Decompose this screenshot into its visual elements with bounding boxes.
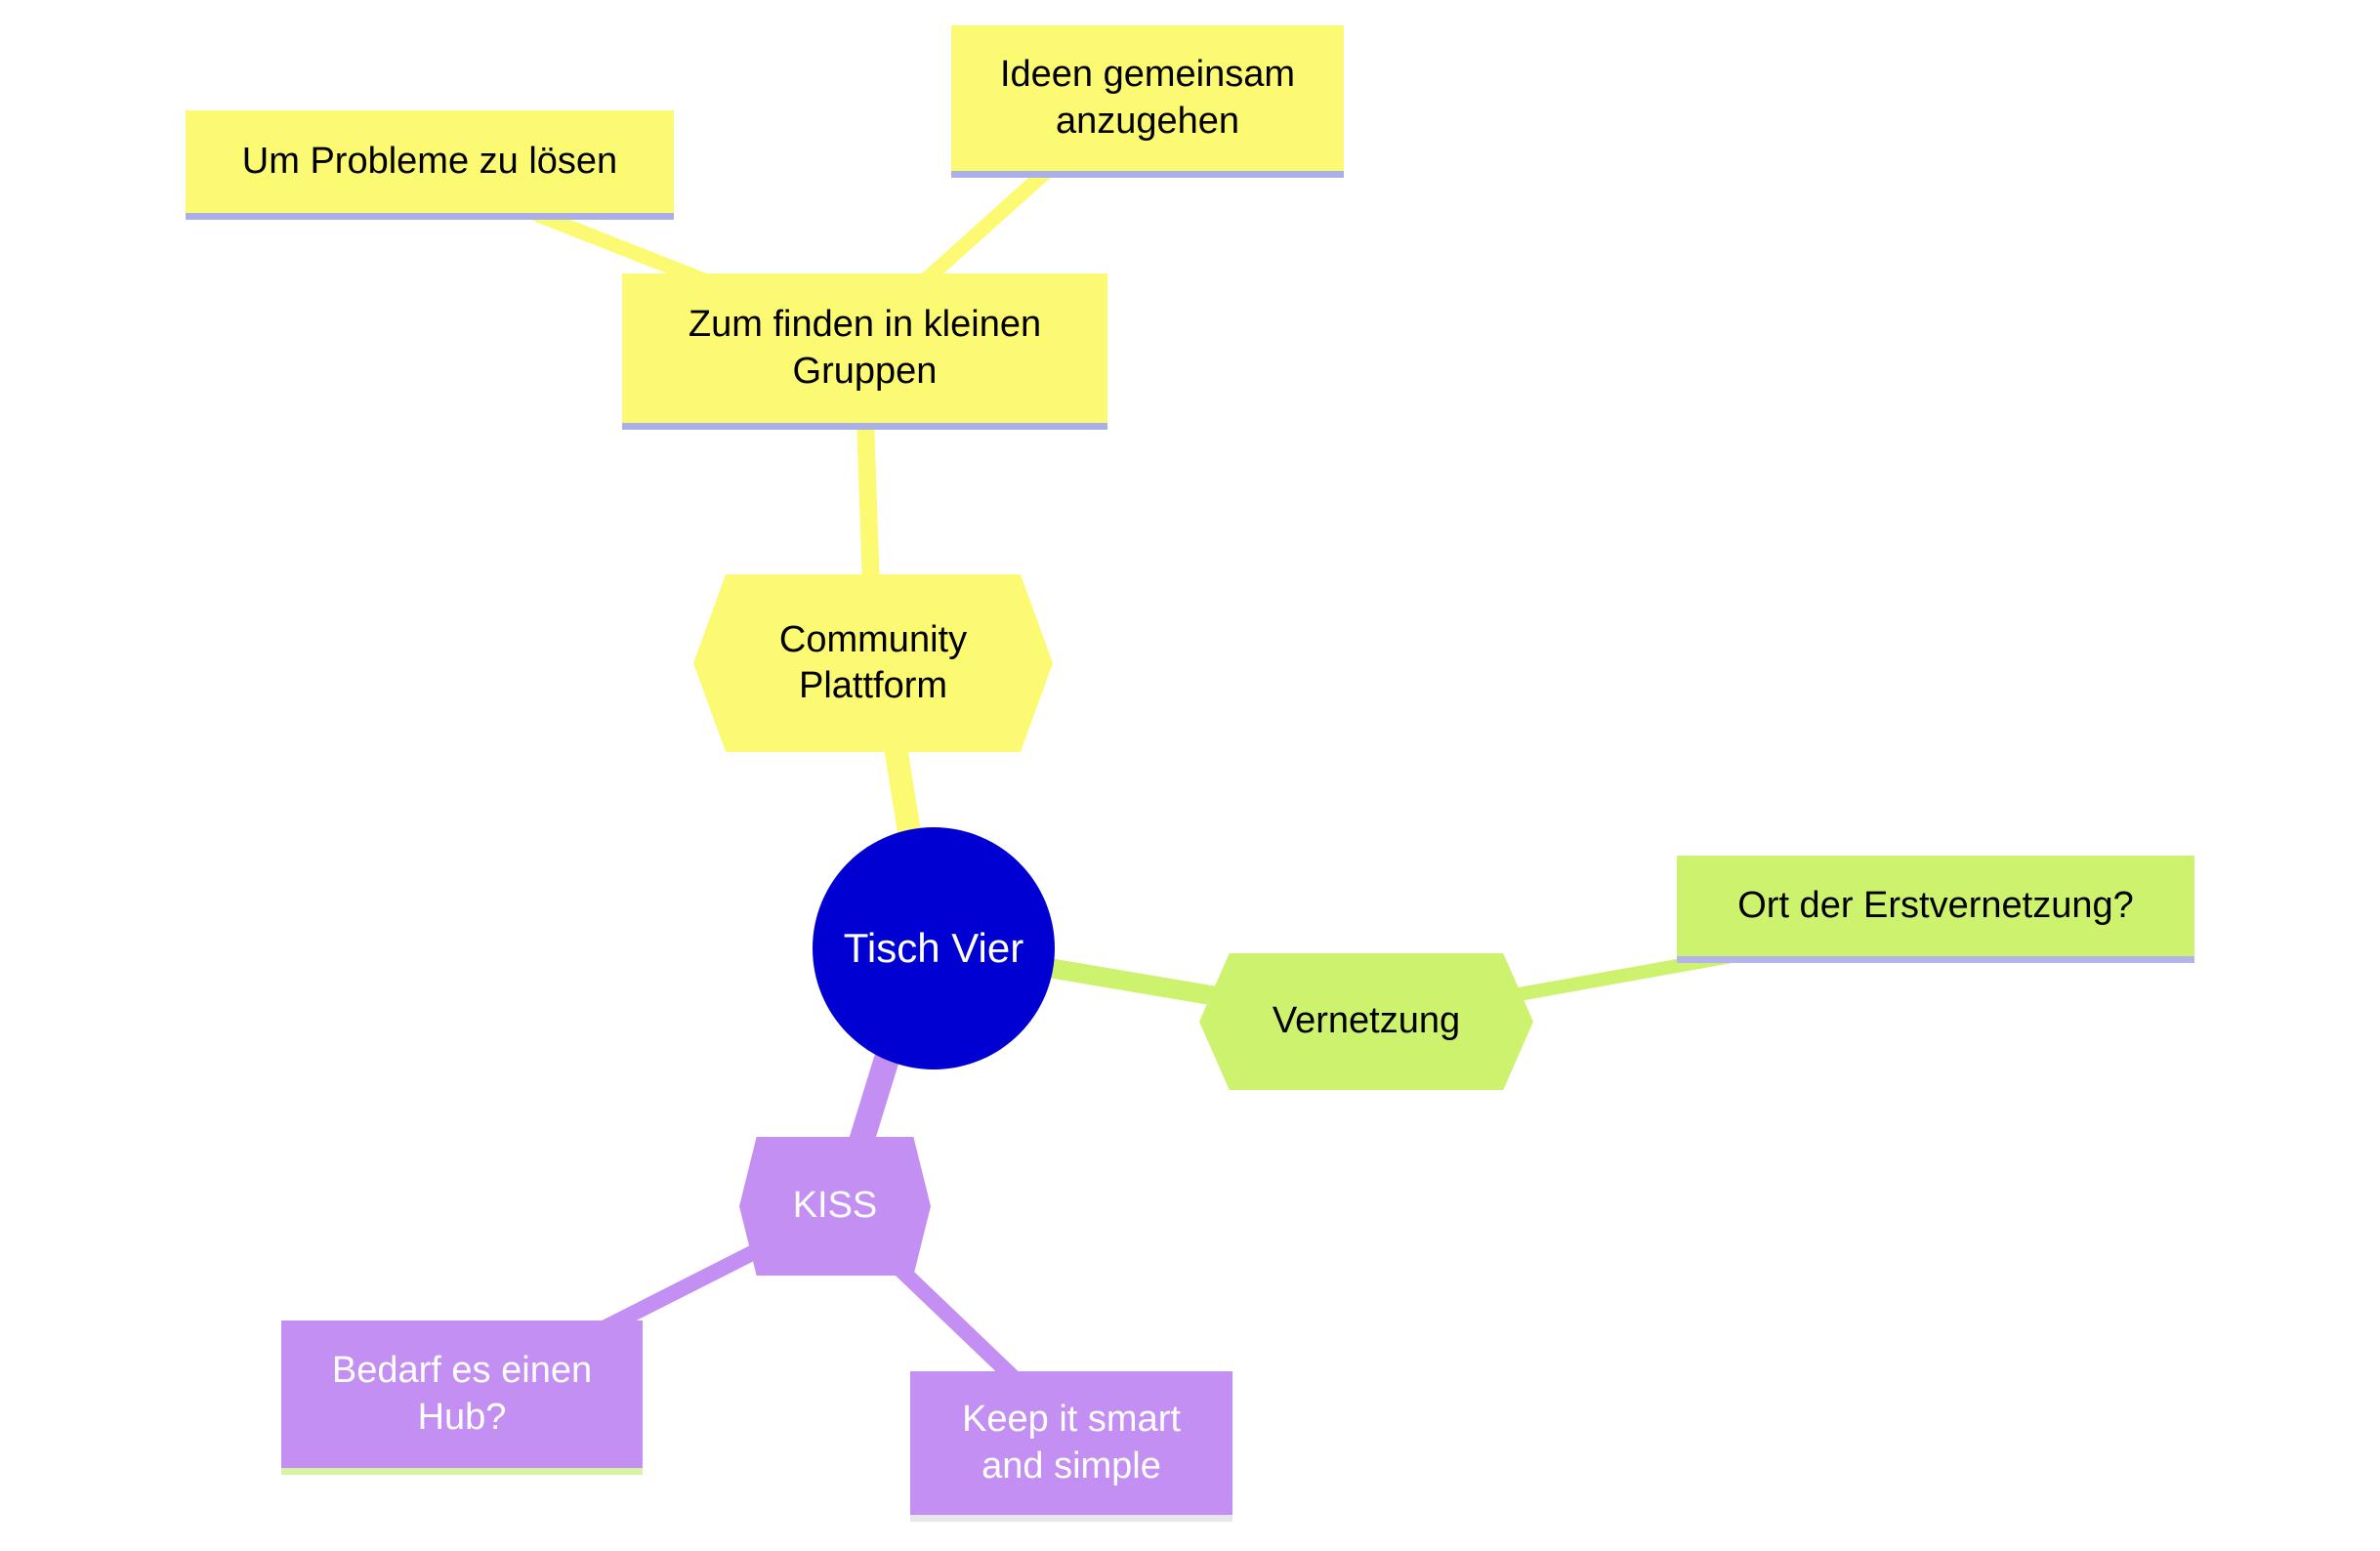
topic-label: Ort der Erstvernetzung? [1737,884,2134,926]
topic-keep-it-smart-and-simple[interactable]: Keep it smart and simple [910,1371,1232,1522]
topic-vernetzung[interactable]: Vernetzung [1199,953,1533,1090]
topic-community-plattform[interactable]: Community Plattform [693,574,1053,752]
topic-label: Vernetzung [1272,1000,1461,1042]
topic-label: Keep it smart and simple [962,1399,1181,1487]
topic-label: Zum finden in kleinen Gruppen [688,304,1042,392]
topic-kiss[interactable]: KISS [739,1137,931,1276]
topic-label: KISS [792,1185,878,1227]
topic-label: Um Probleme zu lösen [241,140,618,182]
topic-bedarf-es-einen-hub[interactable]: Bedarf es einen Hub? [281,1320,643,1475]
central-topic-tisch-vier[interactable]: Tisch Vier [813,827,1055,1069]
topic-zum-finden-in-kleinen-gruppen[interactable]: Zum finden in kleinen Gruppen [622,273,1107,430]
topic-label: Community Plattform [778,618,968,707]
central-topic-label: Tisch Vier [843,924,1024,971]
topic-ideen-gemeinsam-anzugehen[interactable]: Ideen gemeinsam anzugehen [951,25,1344,178]
topic-ort-der-erstvernetzung[interactable]: Ort der Erstvernetzung? [1677,856,2194,963]
topic-um-probleme-zu-loesen[interactable]: Um Probleme zu lösen [186,110,674,220]
topic-label: Ideen gemeinsam anzugehen [999,54,1296,142]
topic-label: Bedarf es einen Hub? [331,1350,593,1438]
